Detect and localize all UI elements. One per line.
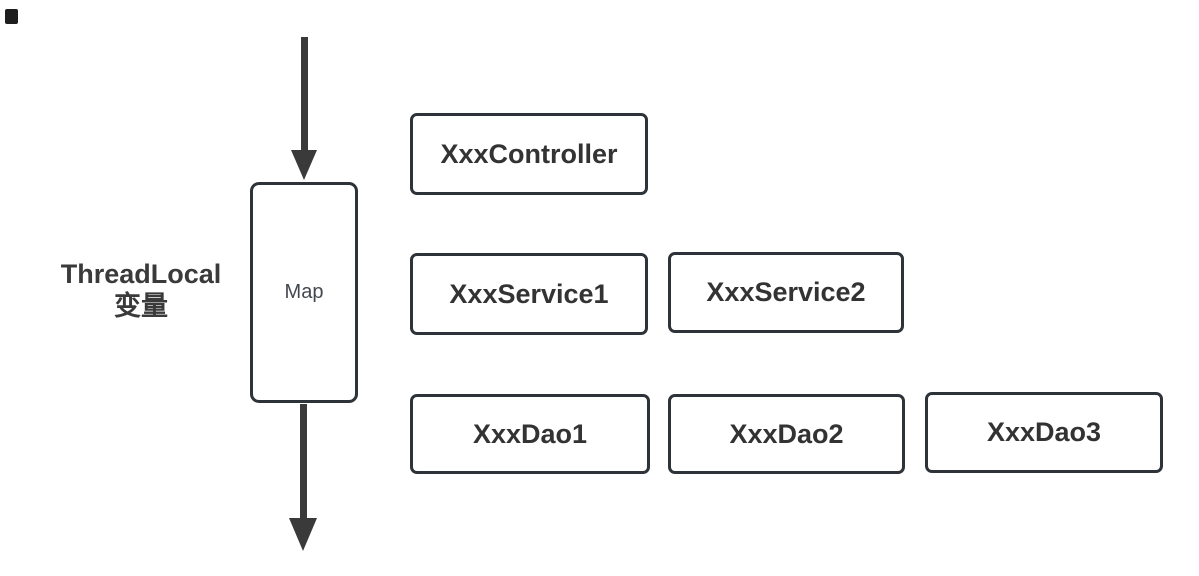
threadlocal-label: ThreadLocal 变量	[28, 258, 254, 322]
map-box: Map	[250, 182, 358, 403]
map-box-label: Map	[284, 281, 324, 303]
node-xxxdao3: XxxDao3	[925, 392, 1163, 473]
node-label: XxxController	[440, 138, 618, 169]
arrow-head	[291, 150, 317, 180]
node-label: XxxService1	[449, 278, 609, 309]
arrow-head	[289, 518, 317, 551]
node-label: XxxDao2	[729, 418, 844, 449]
node-label: XxxService2	[706, 277, 866, 307]
node-xxxservice1: XxxService1	[410, 253, 648, 335]
node-xxxservice2: XxxService2	[668, 252, 904, 333]
arrow-shaft	[300, 404, 307, 521]
node-label: XxxDao3	[986, 417, 1102, 447]
node-xxxdao2: XxxDao2	[668, 394, 905, 474]
node-xxxcontroller: XxxController	[410, 113, 648, 195]
threadlocal-label-line2: 变量	[114, 291, 168, 321]
corner-mark	[5, 9, 18, 24]
node-label: XxxDao1	[472, 418, 588, 449]
arrow-down-into-map-icon	[291, 37, 317, 180]
arrow-down-out-of-map-icon	[289, 404, 318, 551]
threadlocal-label-line1: ThreadLocal	[60, 259, 222, 289]
node-xxxdao1: XxxDao1	[410, 394, 650, 474]
arrow-shaft	[301, 37, 308, 153]
